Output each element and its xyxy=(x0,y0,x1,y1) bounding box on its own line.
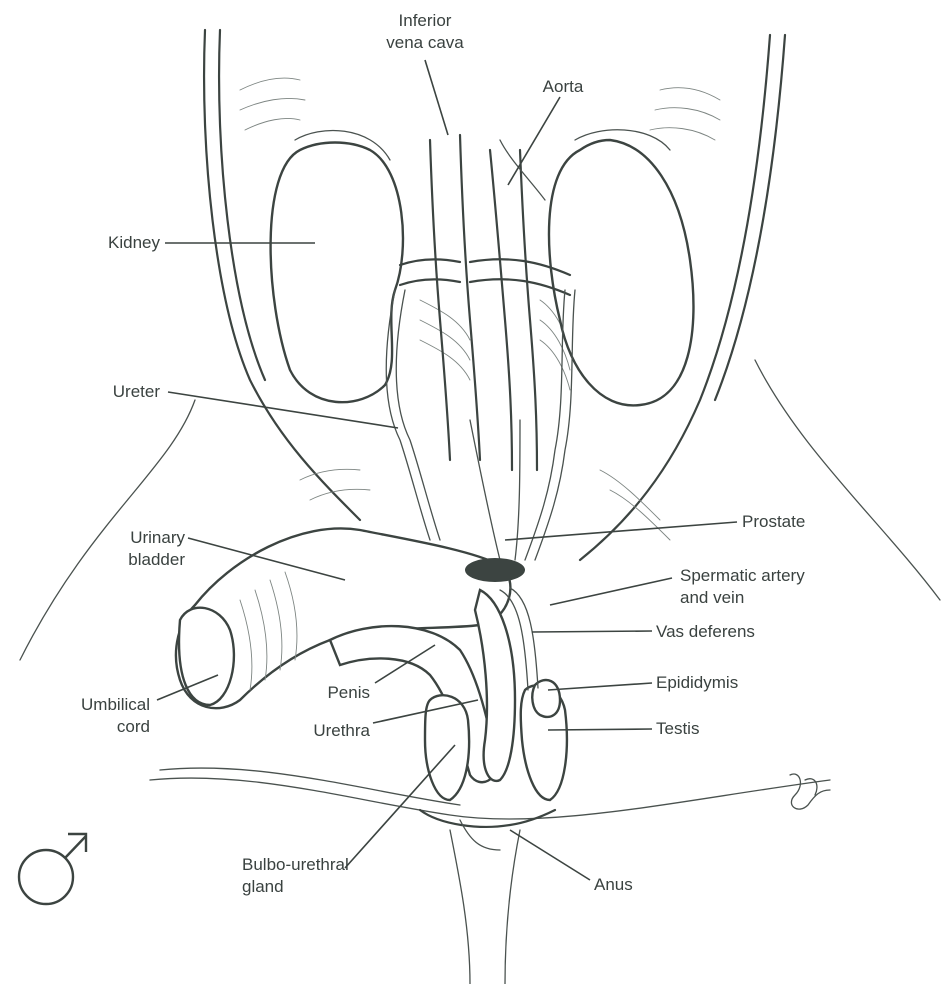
label-epididymis: Epididymis xyxy=(656,673,738,692)
male-symbol-icon xyxy=(19,834,86,904)
label-inferior-vena-cava-1: Inferior xyxy=(399,11,452,30)
body-outline xyxy=(20,30,940,984)
label-inferior-vena-cava-2: vena cava xyxy=(386,33,464,52)
label-testis: Testis xyxy=(656,719,699,738)
label-bulbo-urethral-2: gland xyxy=(242,877,284,896)
artist-signature xyxy=(790,774,830,809)
label-vas-deferens: Vas deferens xyxy=(656,622,755,641)
label-anus: Anus xyxy=(594,875,633,894)
label-penis: Penis xyxy=(327,683,370,702)
label-prostate: Prostate xyxy=(742,512,805,531)
label-aorta: Aorta xyxy=(543,77,584,96)
label-spermatic-2: and vein xyxy=(680,588,744,607)
label-urinary-bladder-2: bladder xyxy=(128,550,185,569)
label-umbilical-cord-1: Umbilical xyxy=(81,695,150,714)
label-urethra: Urethra xyxy=(313,721,370,740)
kidney-left xyxy=(271,130,403,402)
label-bulbo-urethral-1: Bulbo-urethral xyxy=(242,855,349,874)
label-umbilical-cord-2: cord xyxy=(117,717,150,736)
label-urinary-bladder-1: Urinary xyxy=(130,528,185,547)
label-kidney: Kidney xyxy=(108,233,160,252)
prostate xyxy=(465,558,525,582)
label-ureter: Ureter xyxy=(113,382,161,401)
label-spermatic-1: Spermatic artery xyxy=(680,566,805,585)
bulbo-urethral-anus xyxy=(420,810,555,850)
ureters xyxy=(386,290,575,560)
kidney-right xyxy=(549,130,694,406)
